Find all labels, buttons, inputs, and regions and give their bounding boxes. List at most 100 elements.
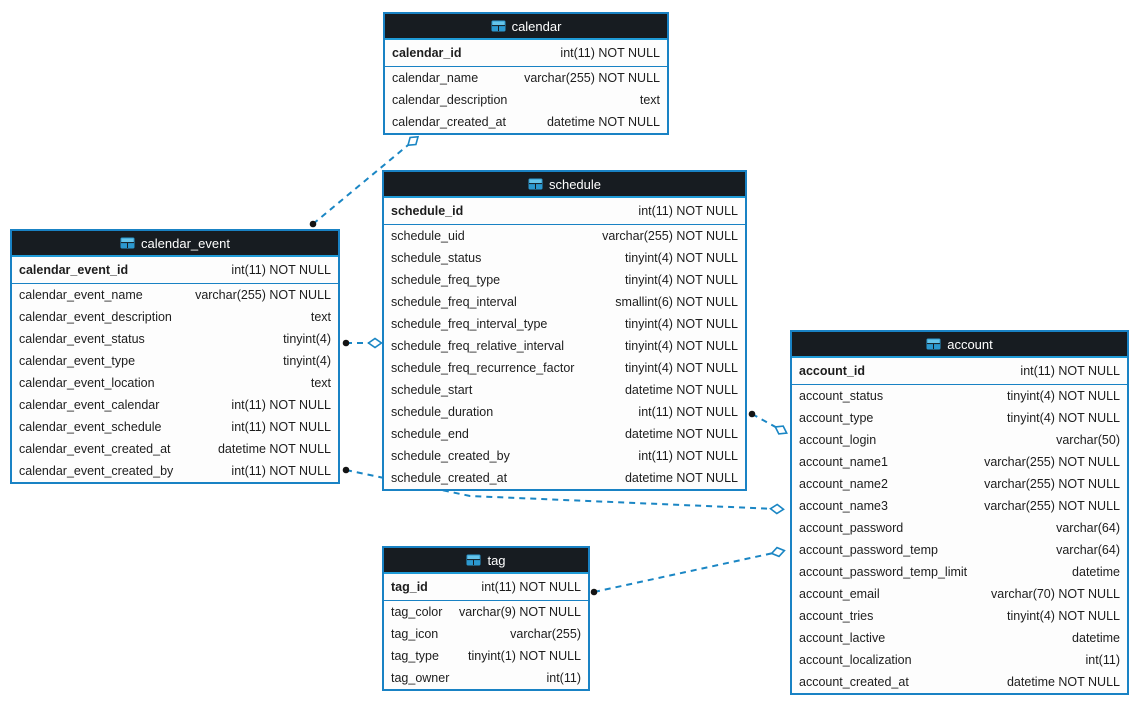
entity-header[interactable]: schedule	[384, 172, 745, 198]
entity-account[interactable]: account account_id int(11) NOT NULL acco…	[790, 330, 1129, 695]
column-type: varchar(70) NOT NULL	[991, 587, 1120, 601]
relation-target-diamond	[406, 135, 420, 147]
relation-calendar_event-account[interactable]	[342, 466, 785, 515]
column-type: datetime	[1072, 565, 1120, 579]
column-type: varchar(255) NOT NULL	[984, 455, 1120, 469]
relation-schedule-account[interactable]	[748, 410, 788, 435]
relation-line[interactable]	[593, 552, 772, 593]
column-name: calendar_event_created_at	[19, 442, 171, 456]
relation-source-dot	[342, 466, 350, 474]
table-icon	[491, 20, 506, 32]
relation-line[interactable]	[345, 469, 771, 510]
column-name: tag_icon	[391, 627, 439, 641]
column-name: account_name2	[799, 477, 888, 491]
column-type: varchar(255) NOT NULL	[984, 477, 1120, 491]
table-icon	[528, 178, 543, 190]
column-type: tinyint(4)	[283, 332, 331, 346]
relation-calendar_event-calendar[interactable]	[309, 135, 420, 228]
entity-header[interactable]: tag	[384, 548, 588, 574]
column-name: calendar_event_description	[19, 310, 172, 324]
entity-calendar[interactable]: calendar calendar_id int(11) NOT NULL ca…	[383, 12, 669, 135]
primary-key-name: schedule_id	[391, 204, 464, 218]
relation-calendar_event-schedule[interactable]	[342, 337, 383, 349]
column-name: calendar_created_at	[392, 115, 506, 129]
primary-key-row[interactable]: tag_id int(11) NOT NULL	[384, 574, 588, 601]
entity-header[interactable]: calendar_event	[12, 231, 338, 257]
entity-calendar_event[interactable]: calendar_event calendar_event_id int(11)…	[10, 229, 340, 484]
column-name: schedule_freq_recurrence_factor	[391, 361, 575, 375]
relation-line[interactable]	[312, 144, 409, 225]
column-row-account_email[interactable]: account_email varchar(70) NOT NULL	[792, 583, 1127, 605]
primary-key-row[interactable]: calendar_event_id int(11) NOT NULL	[12, 257, 338, 284]
column-type: int(11) NOT NULL	[231, 398, 331, 412]
column-type: tinyint(4) NOT NULL	[625, 317, 738, 331]
entity-header[interactable]: account	[792, 332, 1127, 358]
primary-key-row[interactable]: calendar_id int(11) NOT NULL	[385, 40, 667, 67]
column-name: account_email	[799, 587, 880, 601]
column-type: tinyint(4) NOT NULL	[1007, 609, 1120, 623]
column-name: account_password	[799, 521, 904, 535]
entity-title: calendar_event	[141, 235, 230, 251]
column-type: varchar(64)	[1056, 521, 1120, 535]
column-name: account_type	[799, 411, 874, 425]
column-type: tinyint(4) NOT NULL	[625, 251, 738, 265]
primary-key-row[interactable]: account_id int(11) NOT NULL	[792, 358, 1127, 385]
relation-tag-account[interactable]	[590, 546, 786, 596]
column-type: tinyint(4)	[283, 354, 331, 368]
entity-schedule[interactable]: schedule schedule_id int(11) NOT NULL sc…	[382, 170, 747, 491]
primary-key-row[interactable]: schedule_id int(11) NOT NULL	[384, 198, 745, 225]
column-name: schedule_freq_interval	[391, 295, 517, 309]
entity-header[interactable]: calendar	[385, 14, 667, 40]
column-type: text	[639, 93, 660, 107]
column-name: calendar_description	[392, 93, 508, 107]
column-type: int(11)	[1085, 653, 1120, 667]
column-row-account_password[interactable]: account_password varchar(64)	[792, 517, 1127, 539]
entity-title: schedule	[548, 176, 602, 192]
column-row-calendar_description[interactable]: calendar_description text	[385, 89, 667, 111]
column-name: account_name3	[799, 499, 888, 513]
table-icon	[466, 554, 481, 566]
relation-line[interactable]	[751, 413, 776, 428]
column-name: calendar_event_schedule	[19, 420, 162, 434]
column-row-account_name2[interactable]: account_name2 varchar(255) NOT NULL	[792, 473, 1127, 495]
